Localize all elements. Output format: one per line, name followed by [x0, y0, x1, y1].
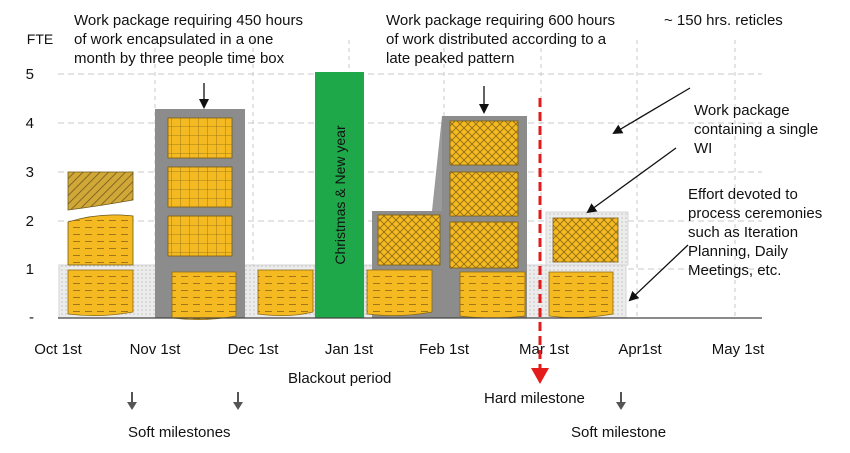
- x-tick-label: Feb 1st: [419, 341, 470, 358]
- x-tick-label: Apr1st: [618, 341, 662, 358]
- blackout-bar: [315, 72, 364, 318]
- y-axis: FTE 5 4 3 2 1 -: [26, 31, 54, 326]
- work-package-single-wi: [545, 211, 629, 266]
- annotation-work-package-450h: Work package requiring 450 hours of work…: [74, 12, 304, 67]
- x-tick-label: Oct 1st: [34, 341, 82, 358]
- y-tick-label: 5: [26, 66, 34, 83]
- soft-milestones-label: Soft milestones: [128, 424, 231, 441]
- y-tick-label: 4: [26, 115, 34, 132]
- hard-milestone-arrowhead: [531, 368, 549, 384]
- x-tick-label: Jan 1st: [325, 341, 374, 358]
- annotation-reticles: ~ 150 hrs. reticles: [664, 12, 783, 29]
- x-tick-label: Dec 1st: [228, 341, 280, 358]
- annotation-ceremonies: Effort devoted to process ceremonies suc…: [688, 186, 823, 279]
- x-tick-label: Mar 1st: [519, 341, 570, 358]
- blackout-caption: Blackout period: [288, 370, 392, 387]
- october-reticles: [67, 171, 134, 266]
- work-package-600h: [372, 116, 527, 318]
- annotation-single-wi: Work package containing a single WI: [694, 102, 819, 157]
- y-tick-zero: -: [29, 309, 34, 326]
- x-axis: Oct 1st Nov 1st Dec 1st Jan 1st Feb 1st …: [34, 341, 765, 358]
- blackout-bar-label: Christmas & New year: [332, 125, 348, 265]
- work-package-450h: [155, 109, 245, 318]
- annotation-arrows: [199, 83, 691, 302]
- soft-milestone-arrows: [127, 392, 626, 410]
- y-axis-title: FTE: [27, 31, 53, 47]
- soft-milestone-label: Soft milestone: [571, 424, 667, 441]
- y-tick-label: 2: [26, 213, 34, 230]
- annotation-work-package-600h: Work package requiring 600 hours of work…: [386, 12, 616, 67]
- x-tick-label: May 1st: [712, 341, 765, 358]
- hard-milestone-label: Hard milestone: [484, 390, 585, 407]
- y-tick-label: 3: [26, 164, 34, 181]
- x-tick-label: Nov 1st: [130, 341, 182, 358]
- ceremony-reticles: [67, 269, 614, 320]
- y-tick-label: 1: [26, 261, 34, 278]
